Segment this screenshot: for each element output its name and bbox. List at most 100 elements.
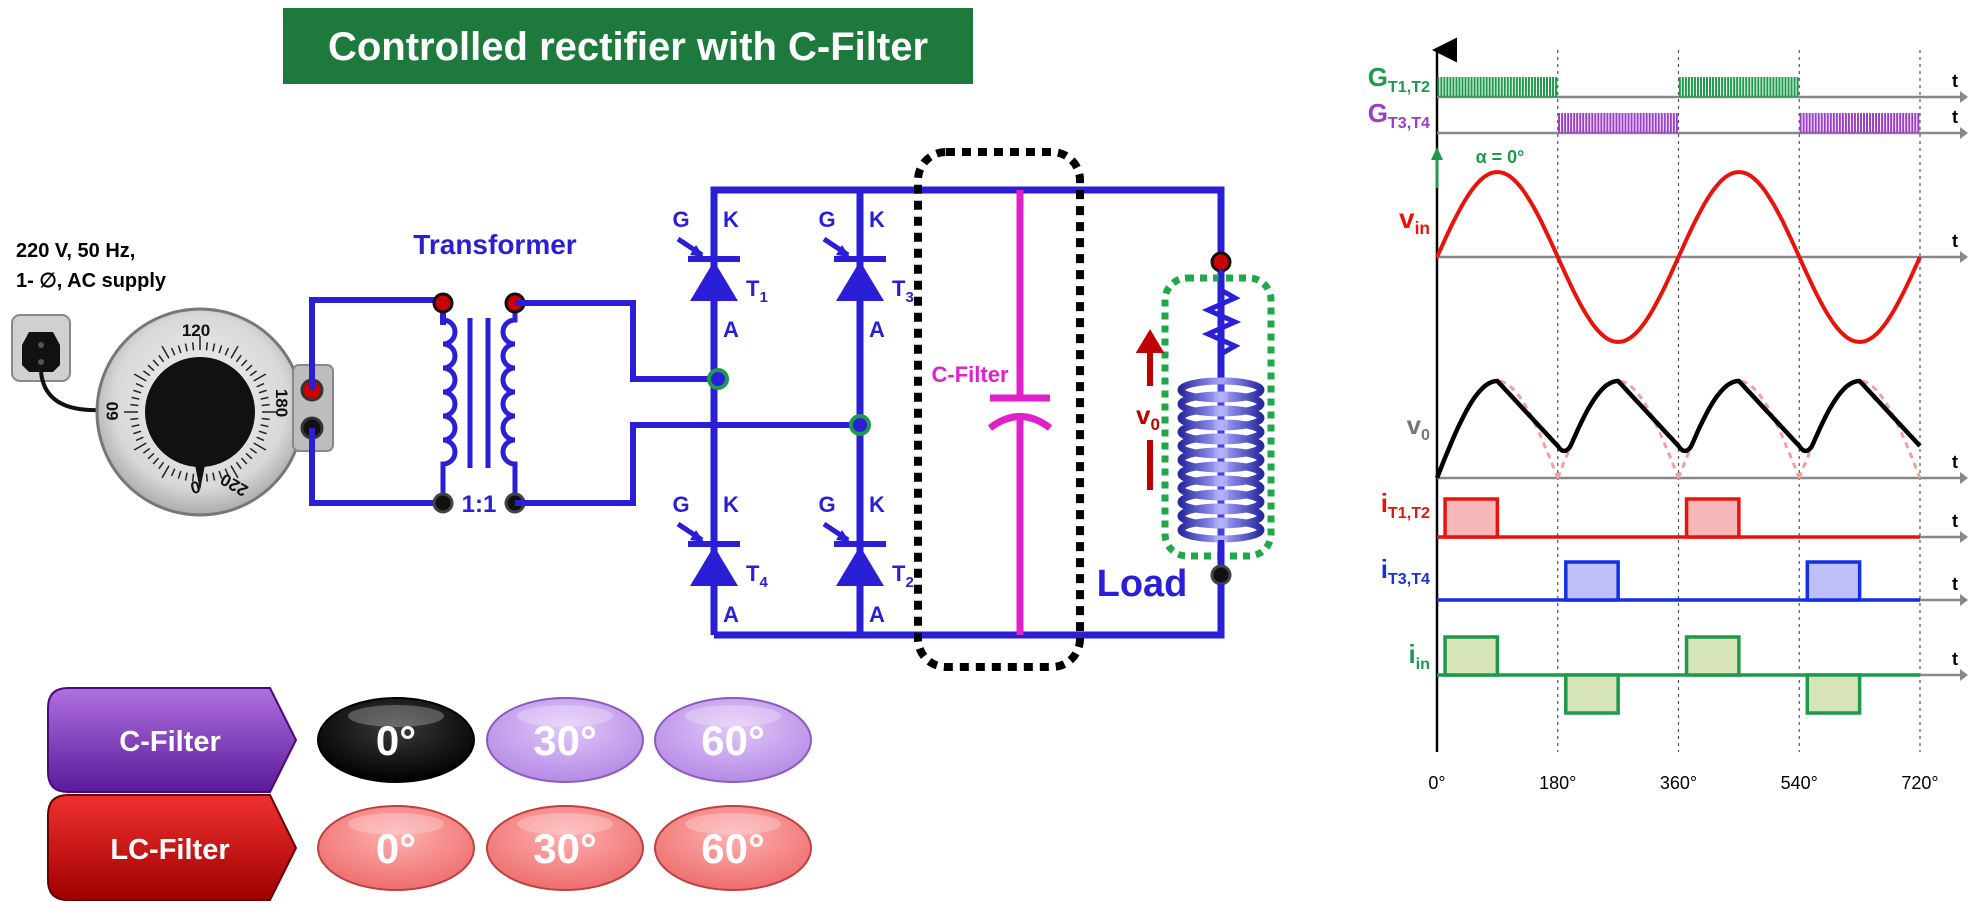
iin-label: iin — [1408, 639, 1430, 673]
dial-label-120: 120 — [182, 321, 210, 340]
vin-waveform — [1435, 170, 1922, 344]
g34-label: GT3,T4 — [1368, 98, 1430, 132]
c-filter-angle-0-button[interactable]: 0° — [317, 697, 475, 783]
x-tick-label: 0° — [1428, 773, 1445, 793]
thyristor-t1: G K A T1 — [672, 207, 767, 342]
terminal-dot — [432, 492, 454, 514]
i34-pulse — [1805, 560, 1862, 602]
capacitor-label: C-Filter — [932, 362, 1009, 387]
node-dot — [849, 414, 871, 436]
voltage-arrow-icon — [1135, 329, 1165, 386]
load: Load v0 — [1097, 190, 1275, 635]
anode-label: A — [869, 317, 885, 342]
thyristor-name: T2 — [892, 561, 914, 591]
terminal-dot — [1210, 564, 1232, 586]
title-banner: Controlled rectifier with C-Filter — [283, 8, 973, 84]
i12-label: iT1,T2 — [1381, 488, 1430, 522]
alpha-label: α = 0° — [1476, 147, 1525, 167]
cathode-label: K — [869, 207, 885, 232]
vin-label: vin — [1399, 203, 1430, 238]
c-filter-angle-30-button[interactable]: 30° — [486, 697, 644, 783]
vo-label: v0 — [1407, 410, 1430, 444]
angle-label: 30° — [533, 717, 597, 764]
lc-filter-angle-0-button[interactable]: 0° — [317, 805, 475, 891]
angle-label: 30° — [533, 825, 597, 872]
iin-pulse-positive — [1443, 635, 1500, 677]
transformer-label: Transformer — [413, 229, 576, 260]
anode-label: A — [723, 317, 739, 342]
iin-pulse-negative — [1805, 673, 1862, 715]
lc-filter-angle-60-button[interactable]: 60° — [654, 805, 812, 891]
t-axis-label: t — [1952, 649, 1958, 669]
angle-label: 0° — [376, 717, 416, 764]
transformer-ratio: 1:1 — [462, 491, 497, 518]
i34-label: iT3,T4 — [1381, 554, 1430, 588]
dial-pointer-icon — [193, 455, 207, 490]
thyristor-name: T3 — [892, 276, 914, 306]
cathode-label: K — [723, 207, 739, 232]
g34-pulse-train — [1558, 113, 1920, 133]
t-axis-label: t — [1952, 107, 1958, 127]
page-title: Controlled rectifier with C-Filter — [328, 25, 928, 69]
t-axis-label: t — [1952, 231, 1958, 251]
supply-cable — [39, 371, 101, 413]
angle-label: 0° — [376, 825, 416, 872]
gate-label: G — [672, 207, 689, 232]
angle-label: 60° — [701, 717, 765, 764]
ac-supply: 220 V, 50 Hz, 1- ∅, AC supply 120 60 180… — [11, 240, 334, 517]
dial-label-60: 60 — [103, 402, 122, 421]
variac-dial[interactable]: 120 60 180 0 220 — [95, 307, 305, 517]
socket-icon — [11, 314, 71, 382]
cathode-label: K — [869, 492, 885, 517]
dial-scale — [124, 336, 276, 488]
thyristor-t3: G K A T3 — [818, 207, 913, 342]
c-filter: C-Filter — [914, 148, 1084, 671]
supply-line1: 220 V, 50 Hz, — [16, 240, 135, 262]
t-axis-label: t — [1952, 71, 1958, 91]
c-filter-angle-60-button[interactable]: 60° — [654, 697, 812, 783]
terminal-dot — [432, 292, 454, 314]
vo-label: v0 — [1136, 400, 1160, 434]
anode-label: A — [869, 602, 885, 627]
x-tick-label: 540° — [1781, 773, 1818, 793]
gate-label: G — [818, 492, 835, 517]
iin-pulse-positive — [1684, 635, 1741, 677]
node-dot — [707, 368, 729, 390]
filter-controls: C-Filter LC-Filter 0° 30° 60° 0° 30° 60° — [47, 687, 812, 901]
vo-waveform — [1434, 378, 1922, 479]
angle-label: 60° — [701, 825, 765, 872]
c-filter-button[interactable]: C-Filter — [47, 687, 298, 793]
lc-filter-button-label: LC-Filter — [110, 834, 229, 866]
title-bg — [283, 8, 973, 84]
i34-pulse — [1564, 560, 1620, 602]
iin-pulse-negative — [1564, 673, 1620, 715]
x-tick-label: 360° — [1660, 773, 1697, 793]
terminal-dot — [1210, 251, 1232, 273]
thyristor-name: T1 — [746, 276, 768, 306]
alpha-arrow-icon — [1431, 147, 1443, 160]
gate-label: G — [818, 207, 835, 232]
dial-label-180: 180 — [272, 389, 291, 417]
inductor-coil-icon — [1177, 370, 1265, 545]
lc-filter-angle-30-button[interactable]: 30° — [486, 805, 644, 891]
cathode-label: K — [723, 492, 739, 517]
g12-pulse-train — [1437, 77, 1799, 97]
thyristor-name: T4 — [746, 561, 768, 591]
variac-terminals — [292, 364, 334, 452]
transformer: Transformer 1:1 — [309, 229, 860, 518]
gate-label: G — [672, 492, 689, 517]
x-tick-label: 180° — [1539, 773, 1576, 793]
t-axis-label: t — [1952, 511, 1958, 531]
g12-label: GT1,T2 — [1368, 62, 1430, 96]
c-filter-box — [914, 148, 1084, 671]
resistor-icon — [1201, 270, 1242, 370]
t-axis-label: t — [1952, 574, 1958, 594]
c-filter-button-label: C-Filter — [119, 726, 221, 758]
lc-filter-button[interactable]: LC-Filter — [47, 794, 298, 901]
t-axis-label: t — [1952, 452, 1958, 472]
supply-line2: 1- ∅, AC supply — [16, 270, 167, 292]
